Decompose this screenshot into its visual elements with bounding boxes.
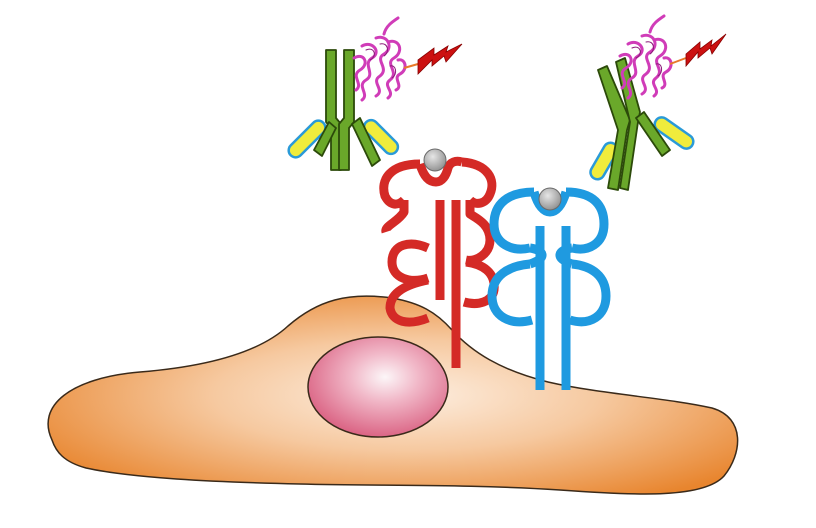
antibody-right — [589, 57, 695, 191]
protein-right-highlight — [631, 41, 663, 77]
protein-right — [618, 14, 673, 100]
linker-left — [403, 63, 419, 69]
protein-left-highlight — [365, 43, 397, 79]
lightning-right-icon — [685, 33, 727, 68]
linker-right — [669, 57, 687, 65]
protein-left — [352, 16, 407, 102]
ligand-red — [423, 148, 447, 172]
receptor-red — [379, 156, 499, 368]
receptor-blue — [487, 187, 611, 390]
antibody-left — [287, 49, 400, 171]
lightning-left-icon — [417, 43, 463, 75]
nucleus — [307, 336, 449, 438]
ligand-blue — [538, 187, 562, 211]
